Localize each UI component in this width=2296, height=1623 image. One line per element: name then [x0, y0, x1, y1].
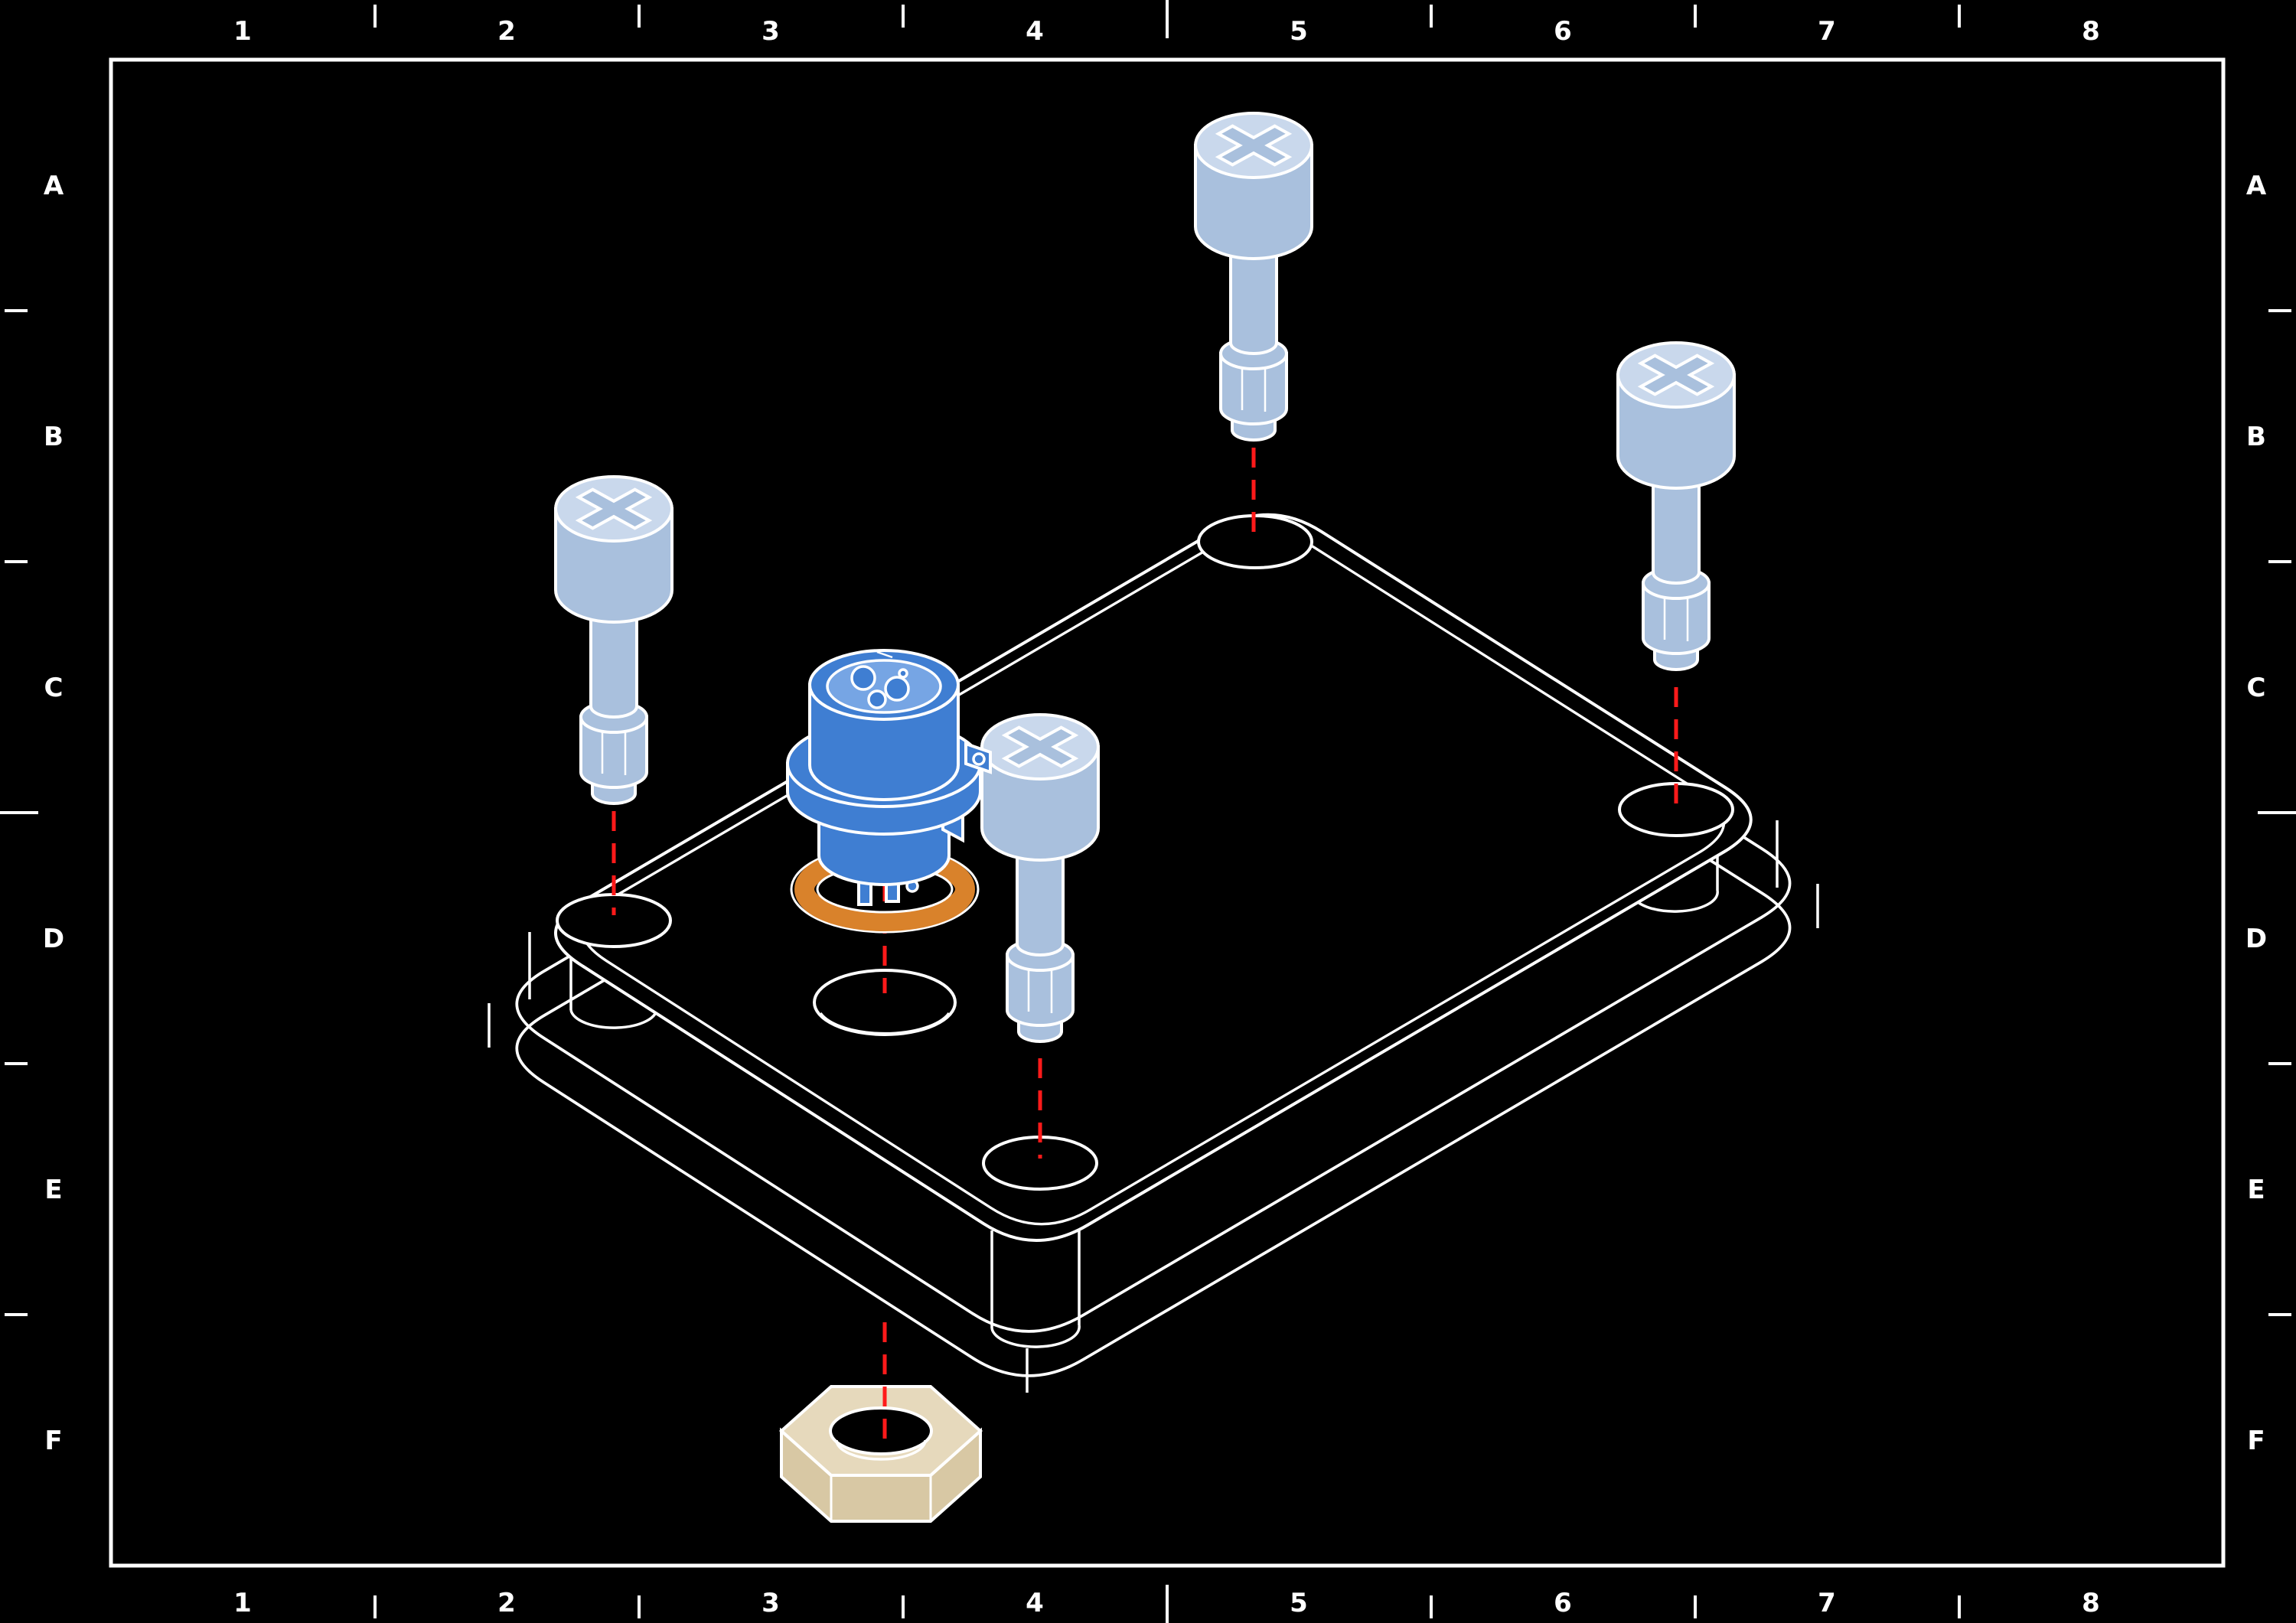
screw-top[interactable] — [1195, 113, 1312, 440]
grid-label-row-e-right: E — [2247, 1175, 2265, 1205]
grid-label-col-1-bottom: 1 — [233, 1588, 252, 1618]
circular-connector[interactable] — [786, 649, 992, 906]
grid-label-col-1-top: 1 — [233, 16, 252, 47]
grid-label-col-6-bottom: 6 — [1554, 1588, 1572, 1618]
grid-label-row-b-right: B — [2246, 422, 2266, 452]
grid-label-row-e-left: E — [44, 1175, 62, 1205]
grid-label-col-2-top: 2 — [497, 16, 516, 47]
grid-label-col-7-top: 7 — [1818, 16, 1836, 47]
enclosure-base[interactable] — [488, 513, 1819, 1393]
grid-label-col-7-bottom: 7 — [1818, 1588, 1836, 1618]
grid-label-row-c-right: C — [2247, 673, 2266, 703]
grid-label-col-8-bottom: 8 — [2082, 1588, 2100, 1618]
grid-label-col-6-top: 6 — [1554, 16, 1572, 47]
grid-label-row-a-left: A — [44, 171, 64, 201]
screw-hole-left — [556, 893, 672, 948]
grid-labels-right: A B C D E F — [2245, 171, 2267, 1456]
screw-hole-front — [982, 1136, 1098, 1191]
grid-label-row-c-left: C — [44, 673, 64, 703]
grid-label-row-d-left: D — [43, 924, 64, 954]
corner-boss-front — [990, 1227, 1081, 1348]
grid-label-col-4-top: 4 — [1026, 16, 1044, 47]
grid-label-row-f-left: F — [44, 1426, 62, 1456]
screw-right[interactable] — [1618, 343, 1734, 670]
grid-label-col-5-bottom: 5 — [1290, 1588, 1308, 1618]
grid-label-col-2-bottom: 2 — [497, 1588, 516, 1618]
grid-label-col-3-top: 3 — [762, 16, 780, 47]
grid-label-row-a-right: A — [2246, 171, 2267, 201]
grid-label-col-4-bottom: 4 — [1026, 1588, 1044, 1618]
grid-label-col-5-top: 5 — [1290, 16, 1308, 47]
hex-nut[interactable] — [778, 1385, 983, 1523]
grid-label-col-3-bottom: 3 — [762, 1588, 780, 1618]
grid-label-col-8-top: 8 — [2082, 16, 2100, 47]
screw-left[interactable] — [556, 477, 672, 803]
grid-labels-top: 1 2 3 4 5 6 7 8 — [233, 16, 2100, 47]
grid-labels-bottom: 1 2 3 4 5 6 7 8 — [233, 1588, 2100, 1618]
nut-hole — [829, 1406, 933, 1455]
grid-label-row-b-left: B — [44, 422, 64, 452]
grid-label-row-f-right: F — [2247, 1426, 2265, 1456]
grid-labels-left: A B C D E F — [43, 171, 64, 1456]
grid-label-row-d-right: D — [2245, 924, 2267, 954]
